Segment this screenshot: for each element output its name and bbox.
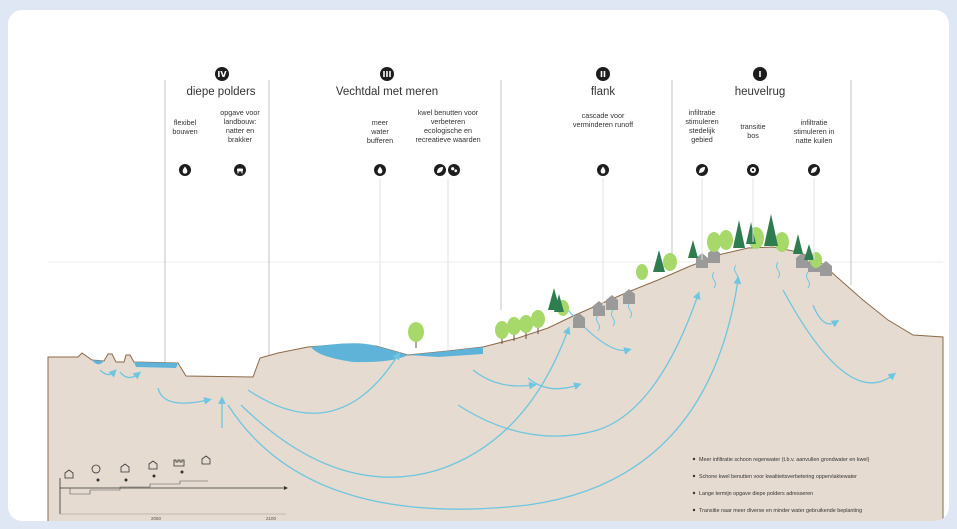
- timeline: 2050 2100: [59, 455, 288, 521]
- cow-icon: [234, 164, 246, 176]
- svg-text:gebied: gebied: [691, 135, 713, 144]
- svg-text:heuvelrug: heuvelrug: [735, 86, 786, 98]
- task-opgave-landbouw: opgave voor landbouw: natter en brakker: [220, 108, 260, 144]
- house-icon: [120, 463, 130, 473]
- legend: Meer infiltratie schoon regenwater (t.b.…: [692, 457, 870, 514]
- legend-item: Transitie naar meer diverse en minder wa…: [699, 508, 862, 514]
- icon-drop-lines: [379, 178, 815, 350]
- castle-icon: [173, 459, 185, 467]
- house-icon: [64, 469, 74, 479]
- leaf-icon: [696, 164, 708, 176]
- zone-dividers: [164, 80, 852, 365]
- trees: [408, 214, 822, 348]
- svg-text:kwel benutten voor: kwel benutten voor: [418, 108, 479, 117]
- task-cascade: cascade voor verminderen runoff: [573, 111, 633, 129]
- svg-text:natter en: natter en: [226, 126, 254, 135]
- timeline-tick-2050: 2050: [151, 516, 162, 521]
- house-icon: [148, 460, 158, 470]
- task-icons: [179, 164, 820, 176]
- svg-text:stedelijk: stedelijk: [689, 126, 715, 135]
- task-flexibel-bouwen: flexibel bouwen: [172, 118, 197, 136]
- water-drop-icon: [597, 164, 609, 176]
- infiltration-marks: [596, 261, 810, 332]
- legend-item: Meer infiltratie schoon regenwater (t.b.…: [699, 457, 870, 463]
- zone-headers: IV diepe polders III Vechtdal met meren …: [186, 67, 785, 98]
- svg-text:I: I: [759, 70, 762, 79]
- svg-text:verminderen runoff: verminderen runoff: [573, 120, 633, 129]
- svg-text:landbouw:: landbouw:: [224, 117, 257, 126]
- water-drop-icon: [374, 164, 386, 176]
- water-bodies: [92, 343, 483, 368]
- zone-header-iii: III Vechtdal met meren: [336, 67, 438, 98]
- water-drop-icon: [179, 164, 191, 176]
- timeline-tick-2100: 2100: [266, 516, 277, 521]
- task-infiltratie-stedelijk: infiltratie stimuleren stedelijk gebied: [685, 108, 718, 144]
- tree-icon: [91, 464, 101, 474]
- svg-text:bos: bos: [747, 131, 759, 140]
- diagram-frame: IV diepe polders III Vechtdal met meren …: [8, 10, 949, 521]
- svg-text:opgave voor: opgave voor: [220, 108, 260, 117]
- svg-text:Vechtdal met meren: Vechtdal met meren: [336, 86, 438, 98]
- svg-text:cascade voor: cascade voor: [582, 111, 625, 120]
- svg-text:stimuleren: stimuleren: [685, 117, 718, 126]
- leaf-icon: [808, 164, 820, 176]
- task-infiltratie-kuilen: infiltratie stimuleren in natte kuilen: [794, 118, 835, 145]
- task-transitie-bos: transitie bos: [740, 122, 765, 140]
- svg-text:III: III: [383, 70, 392, 79]
- zone-header-i: I heuvelrug: [735, 67, 786, 98]
- svg-text:brakker: brakker: [228, 135, 253, 144]
- tree-icon: [747, 164, 759, 176]
- leaf-icon: [434, 164, 446, 176]
- svg-text:flank: flank: [591, 86, 616, 98]
- house-icon: [201, 455, 211, 465]
- legend-item: Schone kwel benutten voor kwaliteitsverb…: [699, 474, 857, 480]
- svg-text:ecologische en: ecologische en: [424, 126, 472, 135]
- svg-text:infiltratie: infiltratie: [801, 118, 828, 127]
- svg-text:bufferen: bufferen: [367, 136, 393, 145]
- svg-text:transitie: transitie: [740, 122, 765, 131]
- svg-text:stimuleren in: stimuleren in: [794, 127, 835, 136]
- svg-text:infiltratie: infiltratie: [689, 108, 716, 117]
- zone-header-ii: II flank: [591, 67, 616, 98]
- svg-text:flexibel: flexibel: [174, 118, 197, 127]
- svg-text:natte kuilen: natte kuilen: [796, 136, 833, 145]
- cross-section-diagram: IV diepe polders III Vechtdal met meren …: [47, 67, 944, 521]
- task-labels: flexibel bouwen opgave voor landbouw: na…: [172, 108, 834, 145]
- svg-text:diepe polders: diepe polders: [186, 86, 255, 98]
- people-icon: [448, 164, 460, 176]
- svg-text:bouwen: bouwen: [172, 127, 197, 136]
- task-kwel-benutten: kwel benutten voor verbeteren ecologisch…: [415, 108, 480, 144]
- task-meer-water-bufferen: meer water bufferen: [367, 118, 393, 145]
- svg-text:verbeteren: verbeteren: [431, 117, 465, 126]
- svg-text:meer: meer: [372, 118, 389, 127]
- svg-text:IV: IV: [217, 70, 227, 79]
- svg-text:II: II: [600, 70, 606, 79]
- legend-item: Lange termijn opgave diepe polders adres…: [699, 491, 813, 497]
- zone-header-iv: IV diepe polders: [186, 67, 256, 98]
- svg-text:recreatieve waarden: recreatieve waarden: [415, 135, 480, 144]
- svg-text:water: water: [370, 127, 389, 136]
